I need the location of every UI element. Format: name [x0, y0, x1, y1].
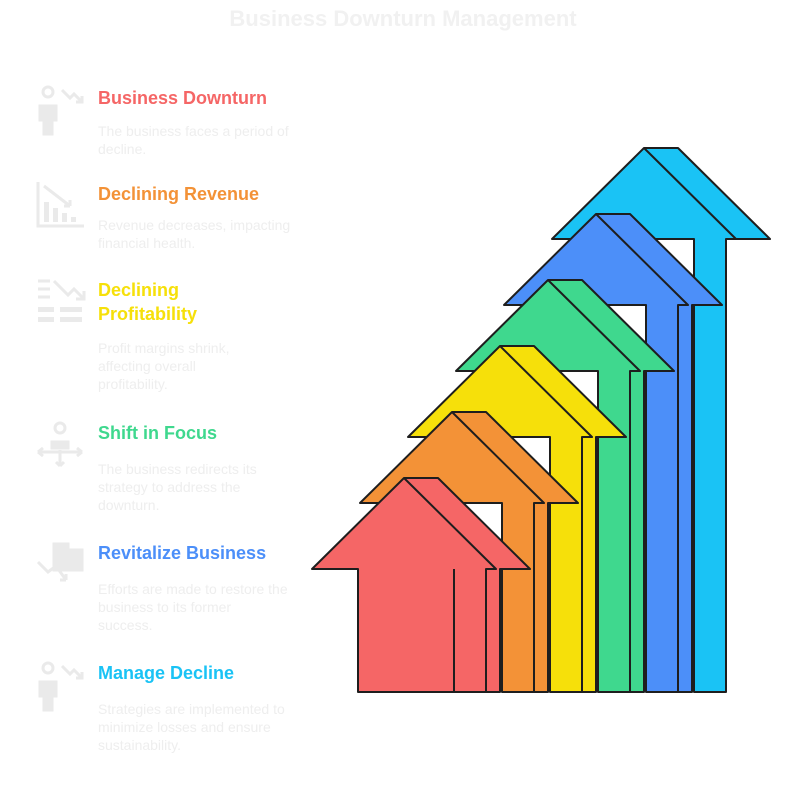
step-description: Strategies are implemented to minimize l… — [98, 701, 285, 753]
step-description: Profit margins shrink, affecting overall… — [98, 340, 230, 392]
buildings-trend-icon — [36, 540, 86, 596]
step-description: Efforts are made to restore the business… — [98, 581, 288, 633]
diagram-title: Business Downturn Management — [229, 6, 577, 31]
step-heading: Shift in Focus — [98, 423, 217, 443]
step-heading: Declining Profitability — [98, 280, 198, 324]
step-description: The business redirects its strategy to a… — [98, 461, 257, 513]
step-heading: Business Downturn — [98, 88, 268, 108]
arrow-business-downturn — [311, 477, 531, 693]
step-heading: Manage Decline — [98, 663, 235, 683]
arrow-body — [311, 477, 531, 693]
step-description: The business faces a period of decline. — [98, 123, 289, 157]
person-down-arrow-icon — [36, 660, 86, 716]
declining-profit-icon — [36, 277, 86, 333]
declining-bar-chart-icon — [36, 180, 86, 236]
step-heading: Revitalize Business — [98, 543, 267, 563]
person-down-arrow-icon — [36, 84, 86, 140]
step-description: Revenue decreases, impacting financial h… — [98, 217, 291, 251]
step-heading: Declining Revenue — [98, 184, 260, 204]
person-arrows-icon — [36, 420, 86, 476]
